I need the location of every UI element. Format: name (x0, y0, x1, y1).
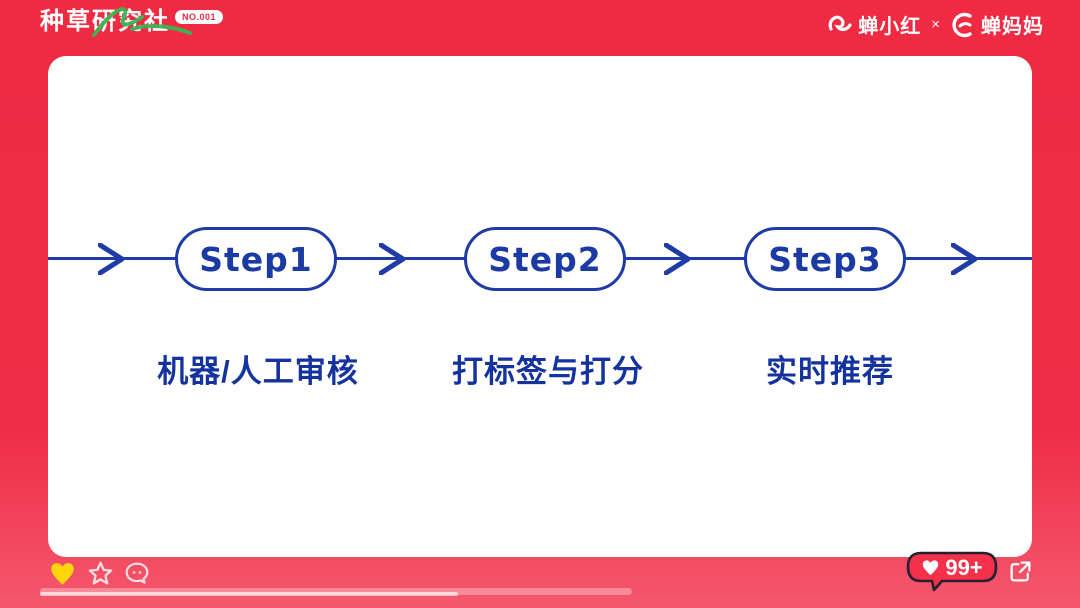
arrowhead-icon (664, 243, 690, 275)
arrowhead-icon (951, 243, 977, 275)
star-icon (88, 561, 113, 585)
comment-button[interactable] (124, 561, 150, 587)
share-button[interactable] (1008, 559, 1033, 584)
step-3-pill: Step3 (744, 227, 906, 291)
chan-xiaohong-icon (827, 12, 853, 38)
chan-mama-icon (950, 12, 976, 38)
step-1-caption: 机器/人工审核 (157, 354, 359, 389)
step-2-pill: Step2 (464, 227, 626, 291)
issue-number-badge: NO.001 (175, 10, 224, 24)
logo-text: 种草研究社 (40, 8, 170, 35)
step-3-caption: 实时推荐 (766, 354, 894, 389)
chat-bubble-icon (125, 562, 149, 584)
likes-count: 99+ (945, 554, 983, 580)
heart-icon (923, 560, 939, 576)
step-2-label: Step2 (488, 239, 602, 279)
arrowhead-icon (379, 243, 405, 275)
share-icon (1010, 561, 1031, 582)
progress-fill (40, 592, 458, 596)
progress-track[interactable] (40, 588, 632, 595)
likes-badge[interactable]: 99+ (906, 551, 998, 593)
step-2-caption: 打标签与打分 (452, 354, 644, 389)
like-button[interactable] (49, 561, 76, 586)
partner-name-right: 蝉妈妈 (981, 16, 1044, 38)
step-3-label: Step3 (768, 239, 882, 279)
logo: 种草研究社 NO.001 (40, 7, 224, 37)
arrowhead-icon (98, 243, 124, 275)
partner-logos: 蝉小红 × 蝉妈妈 (827, 10, 1044, 39)
step-1-pill: Step1 (175, 227, 337, 291)
step-1-label: Step1 (199, 239, 313, 279)
content-card: Step1 Step2 Step3 机器/人工审核 打标签与打分 实时推荐 (48, 56, 1032, 557)
partner-separator: × (931, 16, 940, 33)
partner-name-left: 蝉小红 (858, 16, 922, 38)
favorite-button[interactable] (87, 560, 114, 587)
heart-icon (51, 563, 74, 585)
